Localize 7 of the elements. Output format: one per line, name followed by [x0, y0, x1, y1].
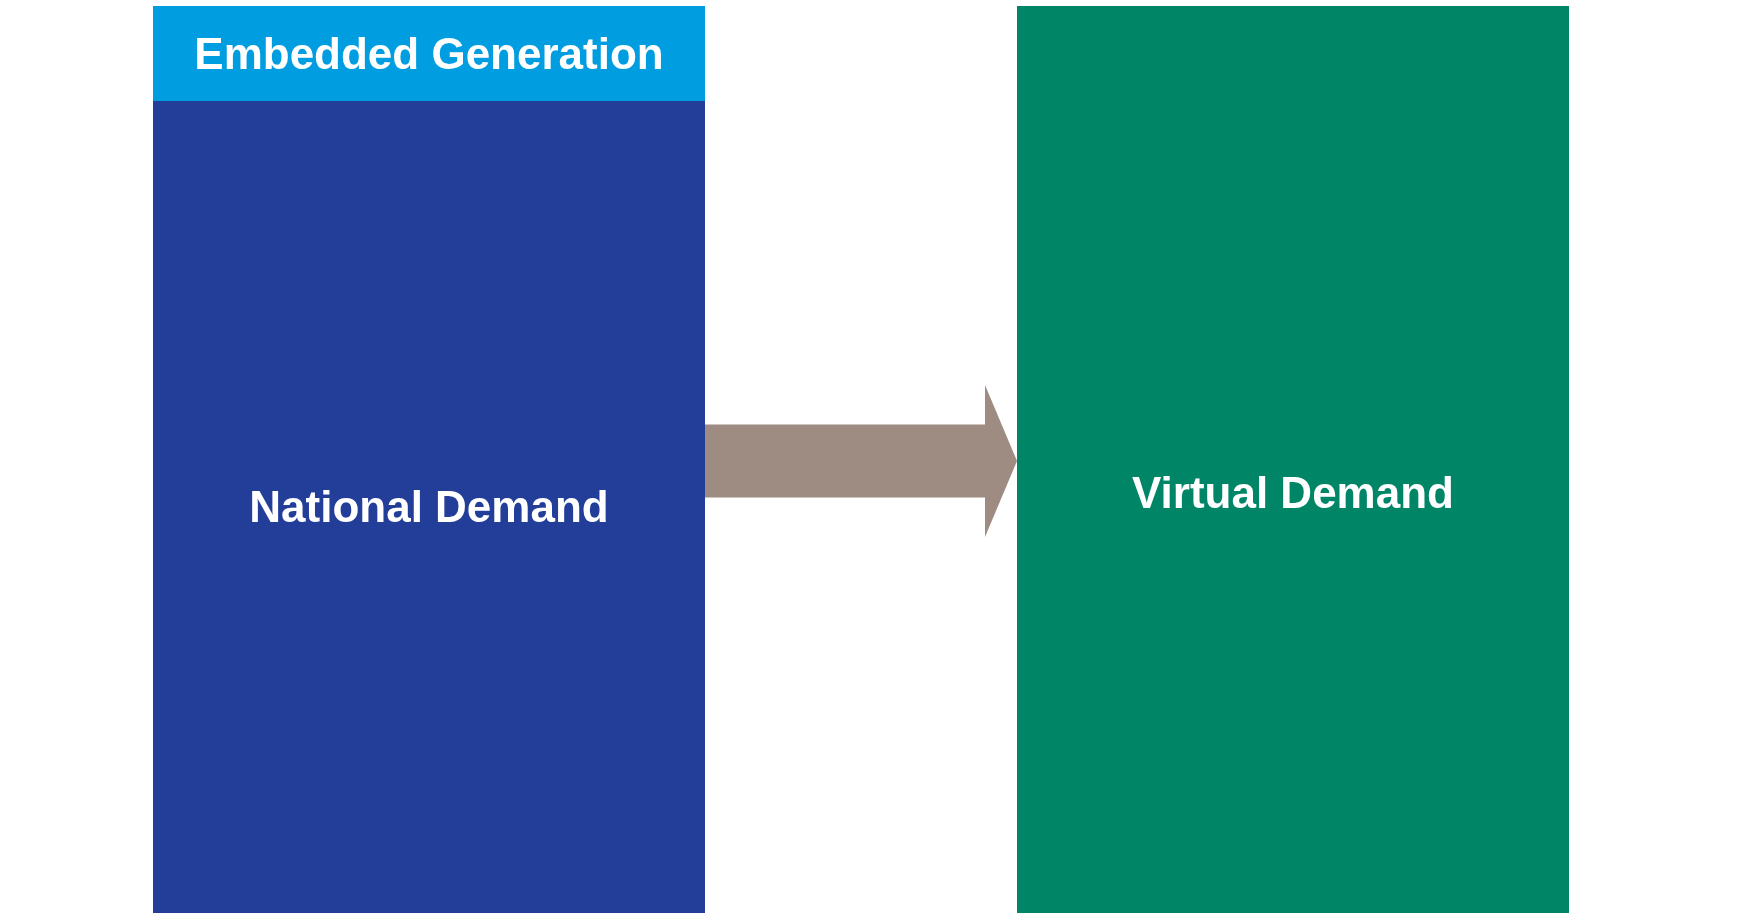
box-label: Embedded Generation	[194, 28, 664, 79]
column-box	[1017, 6, 1569, 913]
block-arrow	[705, 385, 1017, 537]
box-label: National Demand	[249, 482, 609, 532]
header-band	[153, 6, 705, 101]
box-label: Virtual Demand	[1132, 467, 1454, 518]
column-box	[153, 101, 705, 913]
